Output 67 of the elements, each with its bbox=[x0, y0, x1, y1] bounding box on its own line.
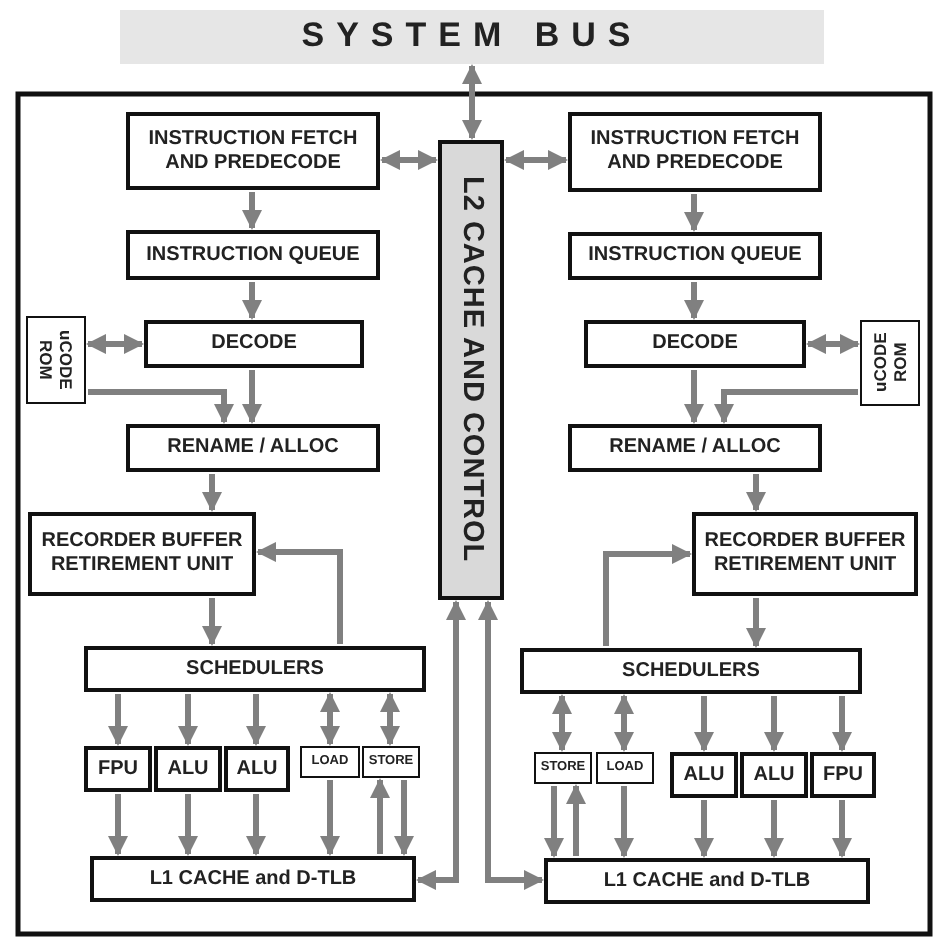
arrow bbox=[693, 800, 715, 859]
process-box: INSTRUCTION FETCH AND PREDECODE bbox=[126, 112, 380, 190]
double-arrow bbox=[461, 63, 483, 141]
arrow bbox=[713, 389, 858, 425]
arrow bbox=[255, 541, 343, 644]
arrow bbox=[201, 474, 223, 513]
process-box: uCODE ROM bbox=[860, 320, 920, 406]
process-box: ALU bbox=[154, 746, 222, 792]
arrow bbox=[393, 780, 415, 857]
double-arrow bbox=[319, 691, 341, 747]
arrow bbox=[241, 192, 263, 231]
arrow bbox=[177, 794, 199, 857]
process-box: L1 CACHE and D-TLB bbox=[544, 858, 870, 904]
arrow bbox=[683, 370, 705, 425]
arrow bbox=[177, 694, 199, 747]
process-box: RENAME / ALLOC bbox=[126, 424, 380, 472]
double-arrow bbox=[503, 149, 569, 171]
process-box: L1 CACHE and D-TLB bbox=[90, 856, 416, 902]
process-box: FPU bbox=[84, 746, 152, 792]
arrow bbox=[613, 786, 635, 859]
process-box: RECORDER BUFFER RETIREMENT UNIT bbox=[692, 512, 918, 596]
process-box: ALU bbox=[740, 752, 808, 798]
double-arrow bbox=[379, 149, 439, 171]
arrow bbox=[107, 794, 129, 857]
arrow bbox=[107, 694, 129, 747]
arrow bbox=[88, 389, 235, 425]
arrow bbox=[763, 696, 785, 753]
arrow bbox=[693, 696, 715, 753]
arrow bbox=[369, 777, 391, 854]
process-box: ALU bbox=[224, 746, 290, 792]
arrow bbox=[745, 598, 767, 649]
arrow bbox=[603, 543, 693, 646]
process-box: uCODE ROM bbox=[26, 316, 86, 404]
process-box: INSTRUCTION FETCH AND PREDECODE bbox=[568, 112, 822, 192]
double-arrow bbox=[551, 693, 573, 753]
double-arrow bbox=[477, 599, 545, 891]
arrow bbox=[201, 598, 223, 647]
process-box: FPU bbox=[810, 752, 876, 798]
arrow bbox=[831, 800, 853, 859]
process-box: INSTRUCTION QUEUE bbox=[568, 232, 822, 280]
process-box: ALU bbox=[670, 752, 738, 798]
arrow bbox=[831, 696, 853, 753]
process-box: SCHEDULERS bbox=[520, 648, 862, 694]
arrow bbox=[245, 794, 267, 857]
double-arrow bbox=[415, 599, 467, 891]
arrow bbox=[241, 282, 263, 321]
process-box: RENAME / ALLOC bbox=[568, 424, 822, 472]
arrow bbox=[745, 474, 767, 513]
arrow bbox=[319, 780, 341, 857]
bus-bar: SYSTEM BUS bbox=[120, 10, 824, 64]
arrow bbox=[543, 786, 565, 859]
arrow bbox=[763, 800, 785, 859]
double-arrow bbox=[85, 333, 145, 355]
double-arrow bbox=[805, 333, 861, 355]
double-arrow bbox=[379, 691, 401, 747]
process-box: DECODE bbox=[144, 320, 364, 368]
arrow bbox=[683, 282, 705, 321]
arrow bbox=[683, 194, 705, 233]
arrow bbox=[241, 370, 263, 425]
process-box: RECORDER BUFFER RETIREMENT UNIT bbox=[28, 512, 256, 596]
process-box: SCHEDULERS bbox=[84, 646, 426, 692]
arrow bbox=[565, 783, 587, 856]
process-box: INSTRUCTION QUEUE bbox=[126, 230, 380, 280]
double-arrow bbox=[613, 693, 635, 753]
arrow bbox=[245, 694, 267, 747]
cache-block: L2 CACHE AND CONTROL bbox=[438, 140, 504, 600]
process-box: DECODE bbox=[584, 320, 806, 368]
